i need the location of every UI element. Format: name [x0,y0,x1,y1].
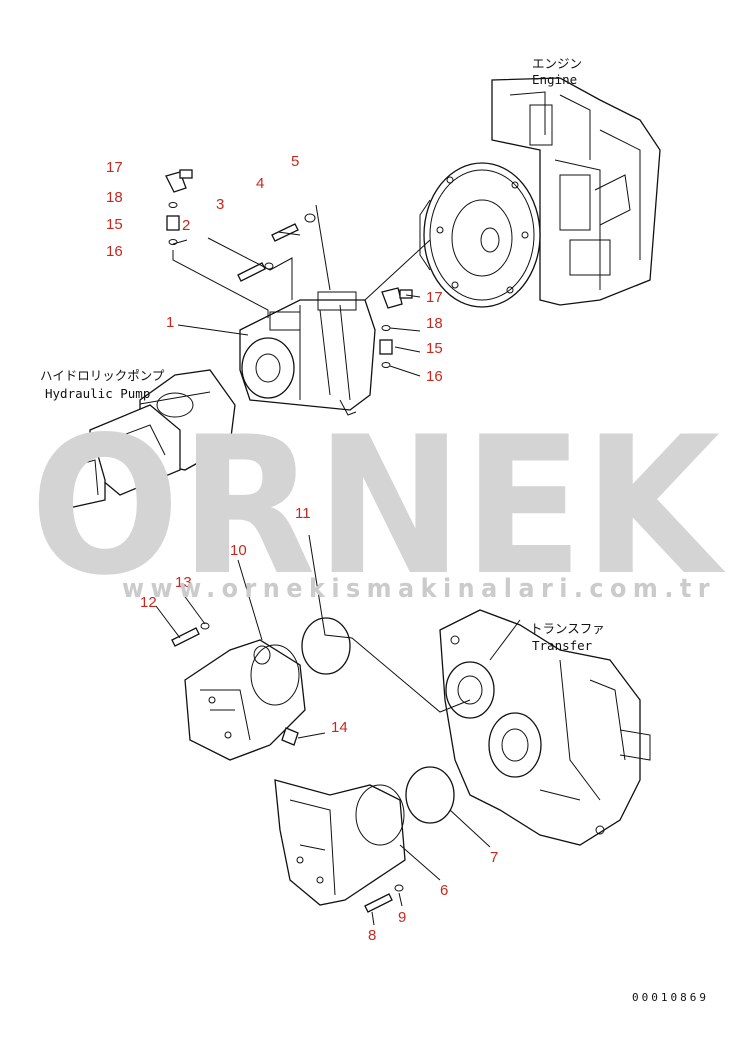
callout-14: 14 [331,719,348,736]
callout-18-right: 18 [426,315,443,332]
callout-15-right: 15 [426,340,443,357]
callout-4: 4 [256,175,264,192]
callout-5: 5 [291,153,299,170]
callout-1: 1 [166,314,174,331]
hydraulic-pump-assembly [49,369,236,511]
transfer-assembly [439,609,651,846]
engine-label-en: Engine [532,72,577,87]
callout-15-left: 15 [106,216,123,233]
callout-7: 7 [490,849,498,866]
callout-12: 12 [140,594,157,611]
callout-3: 3 [216,196,224,213]
callout-8: 8 [368,927,376,944]
fittings [165,169,455,913]
callout-17-right: 17 [426,289,443,306]
callout-2: 2 [182,217,190,234]
pump-part-6 [274,779,406,906]
hydraulic-pump-part-1 [239,291,376,416]
callout-17-left: 17 [106,159,123,176]
watermark-url: www.ornekismakinalari.com.tr [122,574,716,604]
seal-ring-11 [301,617,351,675]
callout-11: 11 [295,505,311,522]
callout-16-left: 16 [106,243,123,260]
watermark-brand: ORNEK [30,396,725,617]
callout-13: 13 [175,574,192,591]
pump-part-10 [184,639,306,761]
callout-9: 9 [398,909,406,926]
drawing-code: 00010869 [632,991,709,1004]
pump-label-en: Hydraulic Pump [45,386,150,401]
callout-6: 6 [440,882,448,899]
leader-lines [139,204,521,926]
transfer-label-en: Transfer [532,638,593,653]
pump-label-jp: ハイドロリックポンプ [40,368,165,383]
seal-ring-7 [405,766,455,824]
engine-assembly [419,77,661,308]
transfer-label-jp: トランスファ [530,621,605,636]
callout-18-left: 18 [106,189,123,206]
callout-10: 10 [230,542,247,559]
engine-label-jp: エンジン [532,56,582,71]
callout-16-right: 16 [426,368,443,385]
